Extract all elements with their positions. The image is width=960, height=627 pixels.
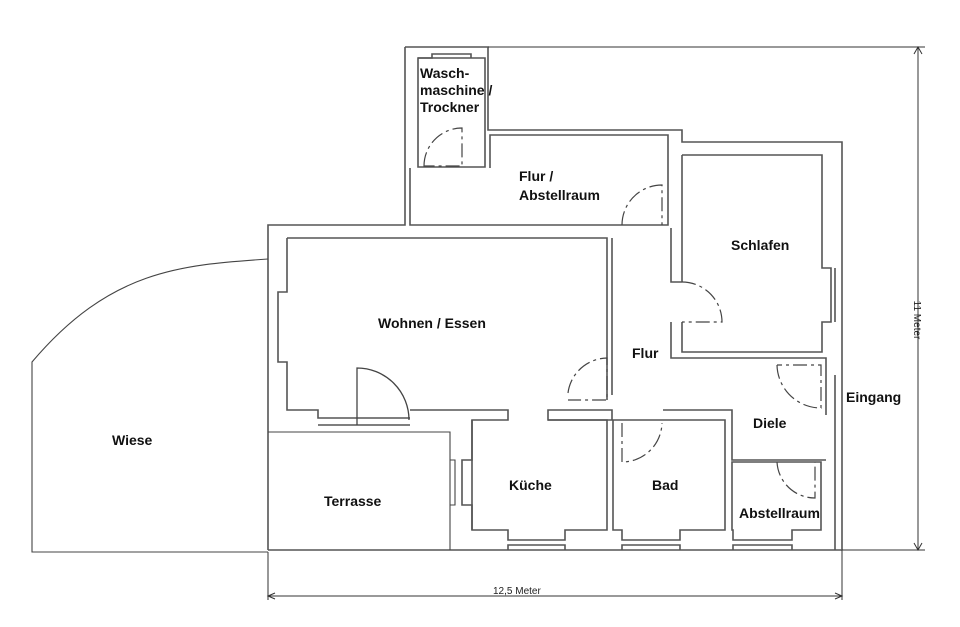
label-kueche: Küche xyxy=(509,477,552,493)
room-abstellraum-walls xyxy=(731,461,822,541)
label-flur-abstellraum-2: Abstellraum xyxy=(519,187,600,203)
dimension-lines xyxy=(266,45,925,600)
doors xyxy=(356,127,822,499)
label-waschmaschine-2: maschine / xyxy=(420,82,492,98)
door-terrasse xyxy=(356,367,410,425)
room-bad-walls xyxy=(612,409,826,541)
label-schlafen: Schlafen xyxy=(731,237,789,253)
bottom-wall-detail xyxy=(507,544,793,550)
label-bad: Bad xyxy=(652,477,678,493)
label-width-dimension: 12,5 Meter xyxy=(493,586,541,597)
door-eingang xyxy=(776,364,822,409)
wiese-outline xyxy=(31,258,269,600)
label-height-dimension: 11 Meter xyxy=(911,301,922,340)
outer-walls xyxy=(267,46,843,551)
door-abstellraum xyxy=(776,461,816,499)
door-flur-abstellraum xyxy=(621,184,663,226)
label-terrasse: Terrasse xyxy=(324,493,382,509)
label-eingang: Eingang xyxy=(846,389,901,405)
terrasse-outline xyxy=(268,431,456,550)
room-schlafen-walls xyxy=(670,154,836,550)
door-bad xyxy=(621,422,663,463)
label-abstellraum: Abstellraum xyxy=(739,505,820,521)
door-waschmaschine xyxy=(423,127,463,167)
label-flur-abstellraum-1: Flur / xyxy=(519,168,553,184)
label-waschmaschine-3: Trockner xyxy=(420,99,480,115)
room-waschmaschine-walls xyxy=(417,53,486,168)
label-flur: Flur xyxy=(632,345,659,361)
label-waschmaschine-1: Wasch- xyxy=(420,65,470,81)
door-schlafen xyxy=(681,281,723,323)
label-wiese: Wiese xyxy=(112,432,153,448)
label-wohnen-essen: Wohnen / Essen xyxy=(378,315,486,331)
label-diele: Diele xyxy=(753,415,787,431)
door-wohnen-flur xyxy=(567,357,608,401)
room-wohnen-essen-walls xyxy=(277,237,613,530)
room-kueche-walls xyxy=(461,419,608,541)
room-flur-abstellraum-walls xyxy=(409,134,669,226)
